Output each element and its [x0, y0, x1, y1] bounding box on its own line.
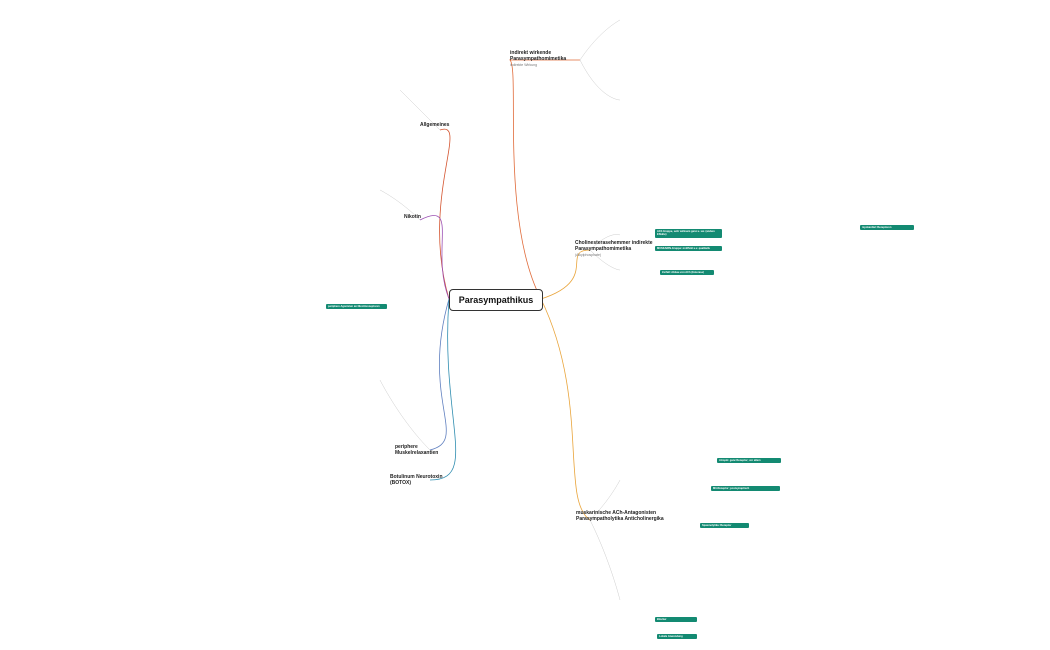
branch-muscarin[interactable]: muskarinische ACh-Antagonisten Parasympa… — [576, 510, 666, 522]
branch-nikotin-label: Nikotin — [404, 214, 421, 220]
edge-indirect — [509, 59, 580, 300]
root-node[interactable]: Parasympathikus — [449, 289, 543, 311]
highlight-badge-4: myokardial: Rezeptoren — [860, 225, 914, 231]
highlight-badge-3: Zerfall: Abbau von ACh (Esterase) — [660, 270, 714, 276]
branch-allgemeines-label: Allgemeines — [420, 122, 450, 128]
branch-direct[interactable]: Cholinesterasehemmer indirekte Parasympa… — [575, 240, 660, 258]
edge-nikotin — [419, 215, 450, 300]
edge-allgemein — [439, 128, 451, 300]
branch-indirect-label: indirekt wirkende Parasympathomimetika — [510, 50, 567, 62]
highlight-badge-10: periphere Agonisten an Nicotinrezeptoren — [326, 304, 387, 310]
branch-indirect-sub: indirekte Wirkung — [510, 63, 538, 67]
edge-botox — [429, 298, 457, 481]
branch-botox-label: Botulinum Neurotoxin (BOTOX) — [390, 474, 443, 486]
branch-direct-label: Cholinesterasehemmer indirekte Parasympa… — [575, 240, 653, 252]
branch-muscarin-label: muskarinische ACh-Antagonisten Parasympa… — [576, 510, 664, 522]
branch-muskel-label: periphere Muskelrelaxantien — [395, 444, 439, 456]
highlight-badge-9: Lokale Anwendung — [657, 634, 697, 640]
branch-allgemeines[interactable]: Allgemeines — [420, 122, 455, 128]
branch-botox[interactable]: Botulinum Neurotoxin (BOTOX) — [390, 474, 460, 486]
branch-indirect[interactable]: indirekt wirkende Parasympathomimetika i… — [510, 50, 590, 68]
branch-muskel[interactable]: periphere Muskelrelaxantien — [395, 444, 455, 456]
branch-direct-sub: (Alkylphosphate) — [575, 253, 602, 257]
highlight-badge-1: ACh Gruppe, sehr wirksam ganz u. sw. (an… — [655, 229, 722, 238]
branch-nikotin[interactable]: Nikotin — [404, 214, 434, 220]
highlight-badge-8: Blocker — [655, 617, 697, 623]
highlight-badge-6: M3-Rezeptor; postsynaptisch — [711, 486, 780, 492]
edge-muskel — [429, 298, 450, 451]
highlight-badge-2: MUSKARIN-Gruppe: m.Effekt u.v. qualitati… — [655, 246, 722, 252]
highlight-badge-5: Atropin: ganz Rezeptor; vor allem — [717, 458, 781, 464]
highlight-badge-7: Spasmolytika: Rezeptor — [700, 523, 749, 529]
edge-muscarin — [540, 298, 591, 521]
edge-direct — [540, 249, 591, 300]
